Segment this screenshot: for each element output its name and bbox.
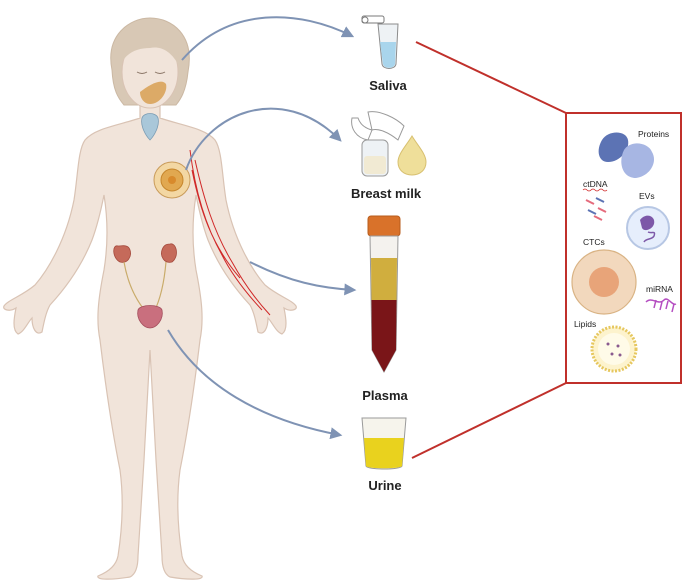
evs-icon — [626, 206, 670, 250]
proteins-icon — [598, 132, 655, 178]
sample-arrows — [167, 16, 357, 440]
urine-label: Urine — [368, 478, 401, 493]
ctcs-icon — [571, 249, 637, 315]
blood-vessels — [189, 149, 271, 316]
lipids-label: Lipids — [574, 319, 596, 329]
bladder — [137, 305, 163, 329]
right-eye — [154, 71, 166, 74]
thyroid — [141, 113, 159, 141]
breast-pump-icon — [351, 111, 405, 177]
ctdna-fragments-icon — [585, 197, 607, 221]
ctdna-underline — [582, 188, 608, 192]
hair-fringe — [121, 30, 179, 64]
mirna-icon — [645, 298, 677, 313]
ctcs-label: CTCs — [583, 237, 605, 247]
proteins-label: Proteins — [638, 129, 669, 139]
plasma-tube-icon — [367, 215, 401, 374]
evs-label: EVs — [639, 191, 655, 201]
left-kidney — [113, 245, 131, 263]
human-body-figure — [3, 17, 297, 580]
saliva-label: Saliva — [369, 78, 407, 93]
mirna-label: miRNA — [646, 284, 673, 294]
arrow-plasma — [249, 261, 357, 296]
arrow-urine — [167, 329, 343, 440]
left-eye — [136, 71, 148, 74]
urine-cup-icon — [361, 417, 407, 470]
arrow-breast-milk — [185, 107, 342, 171]
arrow-saliva — [181, 16, 355, 61]
saliva-tube-icon — [361, 15, 399, 69]
ctdna-label: ctDNA — [583, 179, 608, 189]
body-silhouette — [3, 99, 297, 580]
plasma-label: Plasma — [362, 388, 408, 403]
connector-bottom — [411, 382, 567, 459]
lipids-icon — [590, 325, 638, 373]
salivary-glands — [140, 81, 167, 104]
breast-milk-label: Breast milk — [351, 186, 422, 201]
milk-drop-icon — [397, 135, 427, 176]
connector-top — [415, 41, 567, 114]
right-kidney — [161, 243, 177, 263]
